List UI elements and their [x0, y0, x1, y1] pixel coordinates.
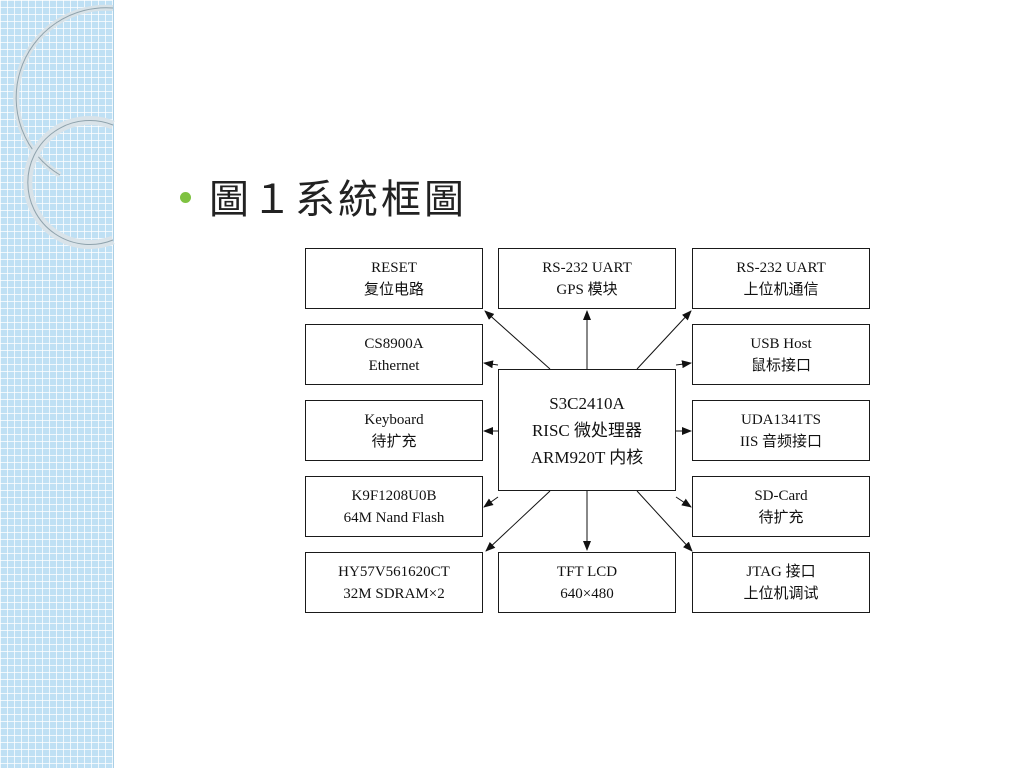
- box-ethernet: CS8900A Ethernet: [305, 324, 483, 385]
- title-row: 圖１系統框圖: [180, 168, 467, 224]
- box-usb: USB Host 鼠标接口: [692, 324, 870, 385]
- box-sdram: HY57V561620CT 32M SDRAM×2: [305, 552, 483, 613]
- box-ethernet-line2: Ethernet: [368, 357, 420, 374]
- decorative-ring-small-edge: [27, 120, 114, 245]
- box-flash: K9F1208U0B 64M Nand Flash: [305, 476, 483, 537]
- box-sdcard-line2: 待扩充: [758, 509, 804, 526]
- box-sdram-line2: 32M SDRAM×2: [343, 585, 445, 602]
- box-jtag-line2: 上位机调试: [743, 585, 819, 602]
- box-sdcard-line1: SD-Card: [754, 487, 808, 504]
- decorative-ring-large: [13, 4, 114, 178]
- decorative-ring-small: [23, 116, 115, 249]
- box-uart-pc: RS-232 UART 上位机通信: [692, 248, 870, 309]
- box-usb-line2: 鼠标接口: [750, 357, 811, 374]
- box-flash-line2: 64M Nand Flash: [343, 509, 445, 526]
- system-block-diagram: RESET 复位电路 RS-232 UART GPS 模块 RS-232 UAR…: [303, 245, 871, 615]
- box-sdram-line1: HY57V561620CT: [338, 563, 450, 580]
- box-flash-line1: K9F1208U0B: [351, 487, 437, 504]
- box-audio-line2: IIS 音频接口: [739, 433, 823, 450]
- box-reset-line1: RESET: [371, 259, 417, 276]
- arrow-to-jtag: [636, 490, 693, 552]
- box-lcd: TFT LCD 640×480: [498, 552, 676, 613]
- box-keyboard: Keyboard 待扩充: [305, 400, 483, 461]
- arrow-to-sdram: [485, 490, 551, 552]
- box-core-line2: RISC 微处理器: [531, 420, 643, 440]
- box-ethernet-line1: CS8900A: [364, 335, 424, 352]
- bullet-dot: [180, 191, 191, 203]
- box-gps-line1: RS-232 UART: [542, 259, 632, 276]
- box-usb-line1: USB Host: [750, 335, 812, 352]
- box-reset: RESET 复位电路: [305, 248, 483, 309]
- box-core-cpu: S3C2410A RISC 微处理器 ARM920T 内核: [498, 369, 676, 491]
- arrow-to-uart-pc: [636, 310, 692, 370]
- box-uart-pc-line1: RS-232 UART: [736, 259, 826, 276]
- box-jtag-line1: JTAG 接口: [746, 563, 816, 580]
- box-reset-line2: 复位电路: [363, 281, 424, 298]
- arrow-to-sdcard: [675, 496, 692, 508]
- box-audio-line1: UDA1341TS: [740, 411, 821, 428]
- box-audio: UDA1341TS IIS 音频接口: [692, 400, 870, 461]
- box-keyboard-line1: Keyboard: [364, 411, 424, 428]
- box-gps-line2: GPS 模块: [556, 281, 618, 298]
- arrow-to-usb: [675, 360, 692, 369]
- arrow-to-flash: [483, 496, 499, 508]
- box-core-line1: S3C2410A: [549, 393, 625, 413]
- box-jtag: JTAG 接口 上位机调试: [692, 552, 870, 613]
- slide-title: 圖１系統框圖: [209, 177, 467, 223]
- decorative-rings: [13, 4, 115, 249]
- arrow-to-ethernet: [483, 360, 499, 369]
- box-uart-pc-line2: 上位机通信: [743, 281, 819, 298]
- box-lcd-line2: 640×480: [560, 585, 614, 602]
- arrow-to-reset: [484, 310, 551, 370]
- box-lcd-line1: TFT LCD: [556, 563, 618, 580]
- diagram-arrows: [483, 310, 693, 552]
- box-gps: RS-232 UART GPS 模块: [498, 248, 676, 309]
- box-sdcard: SD-Card 待扩充: [692, 476, 870, 537]
- box-keyboard-line2: 待扩充: [371, 433, 417, 450]
- box-core-line3: ARM920T 内核: [530, 447, 644, 467]
